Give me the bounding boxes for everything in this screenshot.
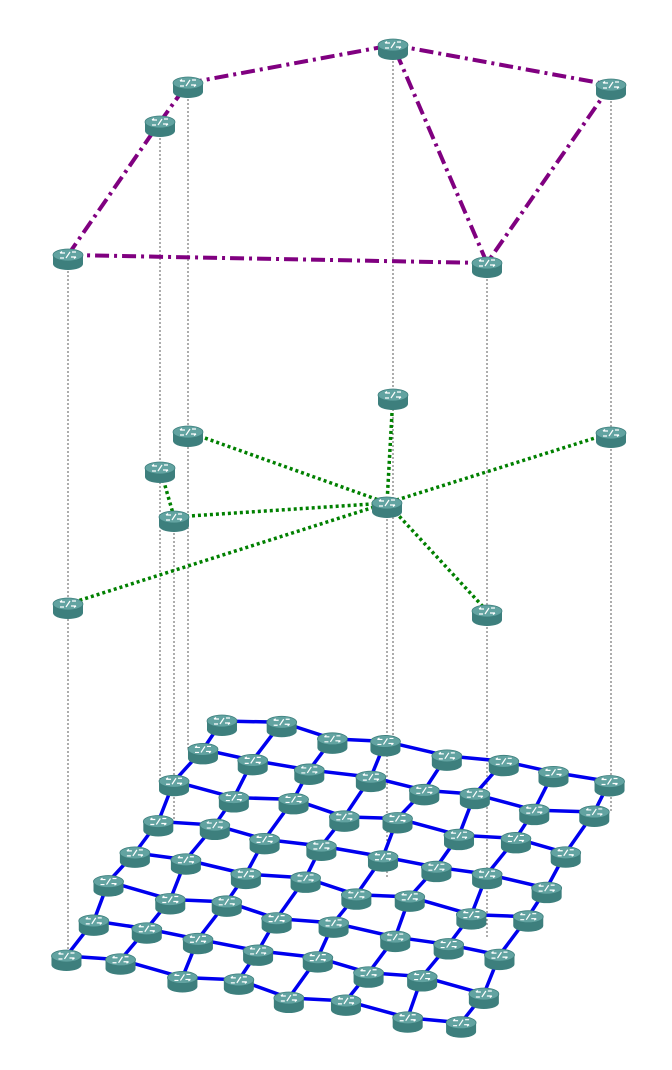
- router-icon: [330, 994, 362, 1017]
- router-icon: [340, 888, 372, 911]
- router-icon: [355, 770, 387, 793]
- middle-layer-links: [67, 394, 612, 613]
- router-icon: [305, 839, 337, 862]
- top-link: [485, 83, 613, 265]
- router-icon: [500, 831, 532, 855]
- router-icon: [377, 38, 409, 61]
- middle-link: [385, 394, 395, 504]
- router-icon: [142, 814, 174, 838]
- router-icon: [302, 951, 334, 974]
- router-icon: [223, 973, 255, 996]
- router-icon: [471, 256, 503, 279]
- router-icon: [277, 792, 310, 816]
- router-icon: [406, 969, 438, 993]
- router-icon: [468, 987, 500, 1010]
- router-icon: [182, 932, 214, 955]
- router-icon: [328, 810, 360, 833]
- router-icon: [471, 604, 503, 627]
- router-icon: [317, 916, 350, 939]
- router-icon: [408, 783, 440, 806]
- router-icon: [595, 78, 627, 101]
- top-link: [187, 43, 394, 85]
- router-icon: [249, 832, 281, 855]
- router-icon: [273, 991, 305, 1014]
- router-icon: [131, 922, 163, 945]
- router-icon: [420, 860, 452, 883]
- router-icon: [392, 1011, 424, 1034]
- router-icon: [394, 890, 426, 913]
- router-icon: [488, 754, 520, 777]
- router-icon: [455, 907, 487, 931]
- router-icon: [104, 953, 137, 976]
- router-icon: [199, 818, 231, 841]
- router-icon: [433, 937, 465, 961]
- top-link: [67, 253, 488, 265]
- router-icon: [170, 853, 202, 876]
- router-icon: [52, 248, 84, 271]
- router-icon: [119, 846, 151, 869]
- router-icon: [531, 881, 563, 904]
- router-icon: [369, 734, 402, 758]
- top-link: [392, 43, 612, 87]
- router-icon: [371, 496, 403, 519]
- middle-layer-routers: [52, 388, 627, 627]
- router-icon: [379, 930, 411, 953]
- router-icon: [211, 895, 243, 918]
- router-icon: [144, 115, 176, 138]
- grid-layer-routers: [50, 714, 626, 1039]
- middle-link: [67, 501, 388, 606]
- router-icon: [230, 867, 262, 890]
- router-icon: [443, 828, 475, 851]
- top-layer-links: [66, 43, 613, 265]
- router-icon: [471, 867, 503, 890]
- router-icon: [50, 949, 83, 972]
- router-icon: [431, 749, 463, 772]
- router-icon: [293, 763, 325, 786]
- router-icon: [144, 461, 176, 484]
- router-icon: [92, 874, 125, 898]
- router-icon: [445, 1016, 477, 1039]
- router-icon: [377, 388, 409, 411]
- router-icon: [206, 714, 238, 737]
- top-link: [391, 44, 489, 264]
- router-icon: [578, 805, 610, 828]
- top-link: [66, 120, 162, 257]
- router-icon: [537, 765, 570, 788]
- router-icon: [158, 774, 190, 797]
- router-icon: [237, 753, 269, 776]
- top-layer-routers: [52, 38, 627, 279]
- middle-link: [385, 501, 489, 613]
- router-icon: [483, 948, 516, 971]
- router-icon: [172, 425, 204, 448]
- router-icon: [78, 914, 110, 937]
- router-icon: [154, 892, 186, 916]
- router-icon: [593, 774, 626, 798]
- router-icon: [166, 970, 199, 994]
- middle-link: [187, 430, 388, 505]
- router-icon: [459, 787, 491, 810]
- router-icon: [316, 732, 349, 755]
- router-icon: [187, 742, 219, 766]
- middle-link: [386, 431, 612, 505]
- router-icon: [352, 966, 385, 989]
- router-icon: [518, 803, 550, 826]
- router-icon: [367, 850, 399, 873]
- router-icon: [218, 790, 250, 814]
- router-icon: [172, 76, 204, 99]
- router-icon: [550, 846, 582, 869]
- router-icon: [158, 510, 190, 533]
- router-icon: [381, 811, 414, 835]
- router-icon: [289, 871, 322, 894]
- router-icon: [261, 912, 293, 935]
- router-icon: [595, 426, 627, 449]
- grid-layer-links: [65, 719, 612, 1025]
- router-icon: [242, 944, 274, 967]
- router-icon: [512, 910, 544, 933]
- router-icon: [266, 715, 298, 738]
- router-icon: [52, 597, 84, 620]
